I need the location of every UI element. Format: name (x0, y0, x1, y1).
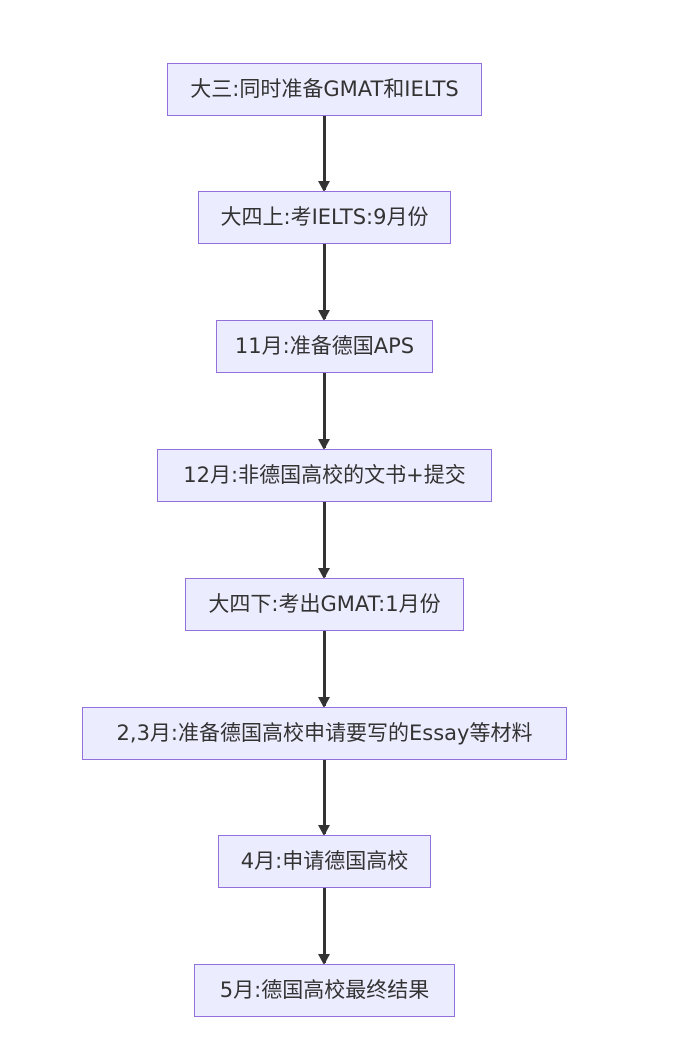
flow-node-junior-year: 大三:同时准备GMAT和IELTS (167, 63, 482, 116)
flow-arrow-5 (318, 631, 330, 708)
flow-arrow-6 (318, 760, 330, 836)
flow-node-may: 5月:德国高校最终结果 (194, 964, 455, 1017)
flow-arrow-4 (318, 502, 330, 579)
flow-node-senior-fall: 大四上:考IELTS:9月份 (198, 191, 451, 244)
flow-arrow-7 (318, 888, 330, 965)
flow-arrow-1 (318, 116, 330, 192)
flow-arrow-3 (318, 373, 330, 450)
flow-node-april: 4月:申请德国高校 (218, 835, 431, 888)
flow-node-november: 11月:准备德国APS (216, 320, 433, 373)
flow-node-feb-march: 2,3月:准备德国高校申请要写的Essay等材料 (82, 707, 567, 760)
flow-arrow-2 (318, 244, 330, 321)
flow-node-december: 12月:非德国高校的文书+提交 (157, 449, 492, 502)
flow-node-senior-spring: 大四下:考出GMAT:1月份 (185, 578, 464, 631)
